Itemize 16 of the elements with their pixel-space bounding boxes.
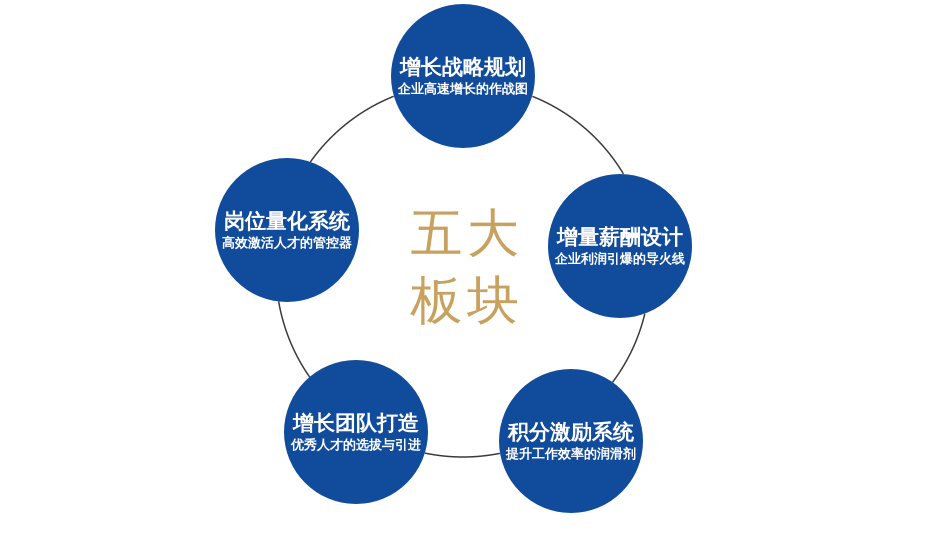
module-subtitle: 优秀人才的选拔与引进	[291, 438, 421, 454]
ring-arc	[278, 301, 310, 378]
ring-arc	[424, 452, 500, 458]
module-title: 增量薪酬设计	[557, 224, 683, 249]
module-title: 增长团队打造	[293, 410, 419, 435]
module-subtitle: 企业高速增长的作战图	[398, 82, 528, 98]
module-subtitle: 高效激活人才的管控器	[222, 236, 352, 252]
module-title: 增长战略规划	[400, 54, 526, 79]
ring-arc	[612, 313, 646, 383]
ring-arc	[532, 96, 624, 174]
ring-arc	[310, 96, 394, 162]
center-title: 五大板块	[409, 202, 524, 334]
module-subtitle: 提升工作效率的润滑剂	[506, 446, 636, 462]
module-subtitle: 企业利润引爆的导火线	[555, 252, 685, 268]
module-title: 岗位量化系统	[224, 208, 350, 233]
module-title: 积分激励系统	[508, 420, 634, 444]
